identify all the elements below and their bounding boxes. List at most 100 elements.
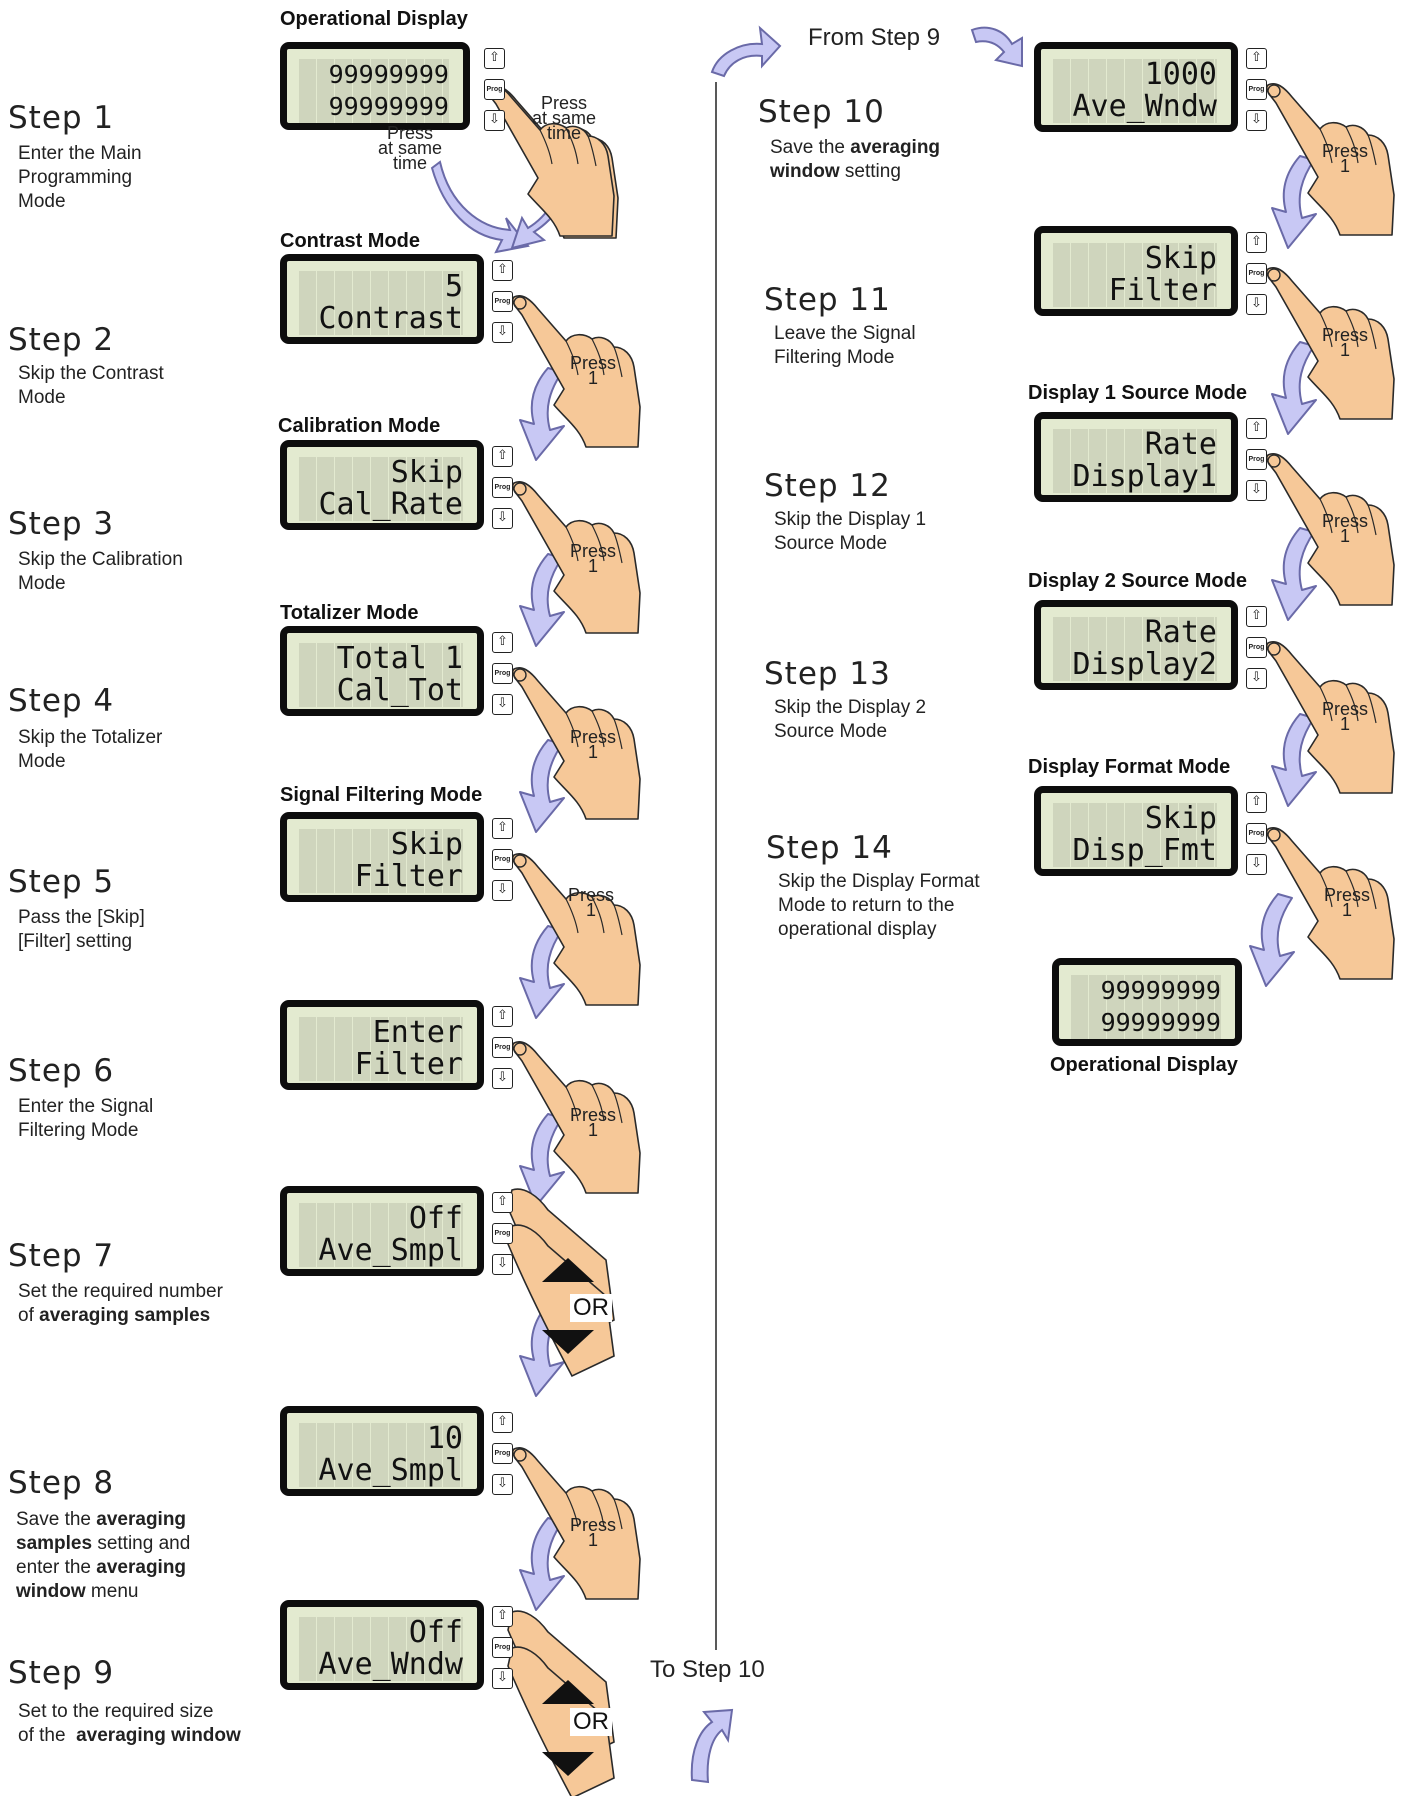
- down-arrow-icon: [542, 1330, 594, 1354]
- down-button[interactable]: ⇩: [492, 508, 513, 529]
- flow-arrow-icon: [519, 553, 565, 647]
- down-button[interactable]: ⇩: [492, 694, 513, 715]
- prog-button[interactable]: Prog: [484, 79, 505, 100]
- prog-button[interactable]: Prog: [492, 477, 513, 498]
- down-button[interactable]: ⇩: [1246, 294, 1267, 315]
- down-button[interactable]: ⇩: [1246, 480, 1267, 501]
- up-button[interactable]: ⇧: [1246, 232, 1267, 253]
- down-button[interactable]: ⇩: [492, 322, 513, 343]
- down-button[interactable]: ⇩: [492, 1474, 513, 1495]
- lcd-line: Filter: [299, 1049, 463, 1081]
- flow-arrow-icon: [1271, 155, 1317, 249]
- up-button[interactable]: ⇧: [1246, 418, 1267, 439]
- from-arrow-left: [710, 25, 782, 78]
- or-label: OR: [570, 1708, 612, 1736]
- up-button[interactable]: ⇧: [492, 632, 513, 653]
- up-arrow-icon: [542, 1258, 594, 1282]
- down-button[interactable]: ⇩: [492, 1668, 513, 1689]
- prog-button[interactable]: Prog: [492, 1037, 513, 1058]
- up-button[interactable]: ⇧: [1246, 48, 1267, 69]
- down-button[interactable]: ⇩: [492, 880, 513, 901]
- step-title: Step 14: [766, 830, 893, 866]
- up-button[interactable]: ⇧: [492, 1192, 513, 1213]
- flow-arrow-icon: [519, 1517, 565, 1611]
- mode-title-display1: Display 1 Source Mode: [1028, 382, 1247, 404]
- down-button[interactable]: ⇩: [492, 1068, 513, 1089]
- flow-arrow: [430, 160, 530, 254]
- lcd-line: 99999999: [299, 91, 449, 123]
- to-arrow: [690, 1708, 734, 1784]
- up-button[interactable]: ⇧: [1246, 792, 1267, 813]
- lcd-line: 99999999: [299, 59, 449, 91]
- prog-button[interactable]: Prog: [492, 1637, 513, 1658]
- mode-title-calibration: Calibration Mode: [278, 415, 441, 437]
- up-button[interactable]: ⇧: [492, 1412, 513, 1433]
- prog-button[interactable]: Prog: [1246, 823, 1267, 844]
- prog-button[interactable]: Prog: [492, 1443, 513, 1464]
- step-description: Pass the [Skip][Filter] setting: [18, 907, 145, 952]
- up-button[interactable]: ⇧: [484, 48, 505, 69]
- lcd-line: Skip: [299, 829, 463, 861]
- mode-title-operational-bottom: Operational Display: [1050, 1054, 1238, 1076]
- prog-button[interactable]: Prog: [1246, 449, 1267, 470]
- up-button[interactable]: ⇧: [1246, 606, 1267, 627]
- prog-button[interactable]: Prog: [492, 1223, 513, 1244]
- down-button[interactable]: ⇩: [484, 110, 505, 131]
- from-step-9-label: From Step 9: [808, 24, 941, 51]
- lcd-line: Display2: [1053, 649, 1217, 681]
- flow-arrow-icon: [1271, 341, 1317, 435]
- up-button[interactable]: ⇧: [492, 260, 513, 281]
- lcd-line: Ave_Wndw: [1053, 91, 1217, 123]
- up-button[interactable]: ⇧: [492, 1606, 513, 1627]
- prog-button[interactable]: Prog: [1246, 637, 1267, 658]
- prog-button[interactable]: Prog: [492, 663, 513, 684]
- up-button[interactable]: ⇧: [492, 446, 513, 467]
- step-title: Step 1: [8, 100, 115, 136]
- lcd-line: Off: [299, 1203, 463, 1235]
- up-button[interactable]: ⇧: [492, 1006, 513, 1027]
- up-or-down-hands: [507, 1610, 615, 1796]
- lcd-line: 1000: [1053, 59, 1217, 91]
- up-button[interactable]: ⇧: [492, 818, 513, 839]
- step-title: Step 7: [8, 1238, 115, 1274]
- down-button[interactable]: ⇩: [492, 1254, 513, 1275]
- pointing-hand-icon: [507, 1224, 615, 1378]
- flow-arrow-icon: [519, 367, 565, 461]
- lcd-line: 99999999: [1071, 975, 1221, 1007]
- down-button[interactable]: ⇩: [1246, 668, 1267, 689]
- flow-arrow-icon: [519, 925, 565, 1019]
- down-button[interactable]: ⇩: [1246, 854, 1267, 875]
- pointing-hand-icon: [507, 1646, 615, 1796]
- lcd-line: 5: [299, 271, 463, 303]
- flow-arrow-icon: [1271, 713, 1317, 807]
- flow-arrow-icon: [1271, 527, 1317, 621]
- prog-button[interactable]: Prog: [492, 291, 513, 312]
- step-title: Step 11: [764, 282, 891, 318]
- prog-button[interactable]: Prog: [1246, 79, 1267, 100]
- prog-button[interactable]: Prog: [492, 849, 513, 870]
- prog-button[interactable]: Prog: [1246, 263, 1267, 284]
- lcd-line: Skip: [1053, 243, 1217, 275]
- down-button[interactable]: ⇩: [1246, 110, 1267, 131]
